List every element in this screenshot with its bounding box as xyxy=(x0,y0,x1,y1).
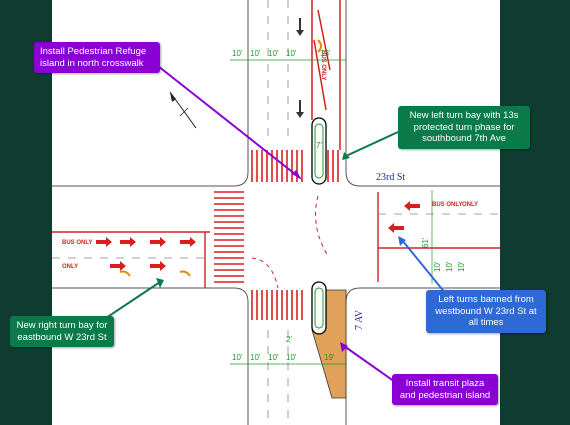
cross-street-label: 23rd St xyxy=(376,172,405,183)
callout-pedestrian-refuge: Install Pedestrian Refuge island in nort… xyxy=(34,42,160,73)
callout-left-turn-bay: New left turn bay with 13s protected tur… xyxy=(398,106,530,149)
south-dim-2: 10' xyxy=(250,353,261,362)
north-dimensions: 10' 10' 10' 10' 13' 7' xyxy=(230,49,346,150)
north-turn-arrows xyxy=(296,18,322,118)
west-approach: BUS ONLY ONLY xyxy=(52,231,210,288)
east-dim-2: 10' xyxy=(445,261,454,272)
south-crosswalk xyxy=(251,290,303,320)
west-bus-marking: BUS ONLY xyxy=(62,240,92,246)
plaza-width: 2' xyxy=(286,335,292,344)
curb-lines xyxy=(52,0,500,425)
south-dim-4: 10' xyxy=(286,353,297,362)
north-dim-1: 10' xyxy=(232,49,243,58)
south-dim-3: 10' xyxy=(268,353,279,362)
west-only-marking: ONLY xyxy=(62,264,78,270)
east-only-marking: ONLY xyxy=(462,202,478,208)
south-dimensions: 10' 10' 10' 10' 19' 2' xyxy=(230,335,346,365)
north-arrow-icon xyxy=(169,91,197,129)
north-refuge-island xyxy=(311,117,327,185)
east-bus-marking: BUS ONLY xyxy=(432,202,462,208)
callout-right-turn-bay: New right turn bay for eastbound W 23rd … xyxy=(10,316,114,347)
south-pedestrian-island xyxy=(311,281,327,335)
north-dim-3: 10' xyxy=(268,49,279,58)
bus-only-marking: BUS ONLY xyxy=(320,50,326,80)
refuge-width: 7' xyxy=(316,141,322,150)
north-dim-4: 10' xyxy=(286,49,297,58)
avenue-label: 7 AV xyxy=(354,309,365,330)
callout-left-turns-banned: Left turns banned from westbound W 23rd … xyxy=(426,290,546,333)
lane-lines-north xyxy=(267,0,289,140)
callout-transit-plaza: Install transit plaza and pedestrian isl… xyxy=(392,374,498,405)
north-dim-end: 13' xyxy=(320,49,331,58)
east-dim-end: 61' xyxy=(421,237,430,248)
east-dimensions: 10' 10' 10' 61' xyxy=(421,190,466,284)
north-dim-2: 10' xyxy=(250,49,261,58)
south-island-inner xyxy=(314,287,324,329)
east-approach: BUS ONLY ONLY xyxy=(377,192,500,282)
leader-lines xyxy=(105,65,447,385)
turn-guides xyxy=(251,195,329,289)
south-dim-end: 19' xyxy=(324,353,335,362)
west-crosswalk xyxy=(214,191,244,283)
east-dim-1: 10' xyxy=(433,261,442,272)
north-refuge-inner xyxy=(314,123,324,179)
south-dim-1: 10' xyxy=(232,353,243,362)
north-crosswalk xyxy=(251,150,339,182)
east-dim-3: 10' xyxy=(457,261,466,272)
